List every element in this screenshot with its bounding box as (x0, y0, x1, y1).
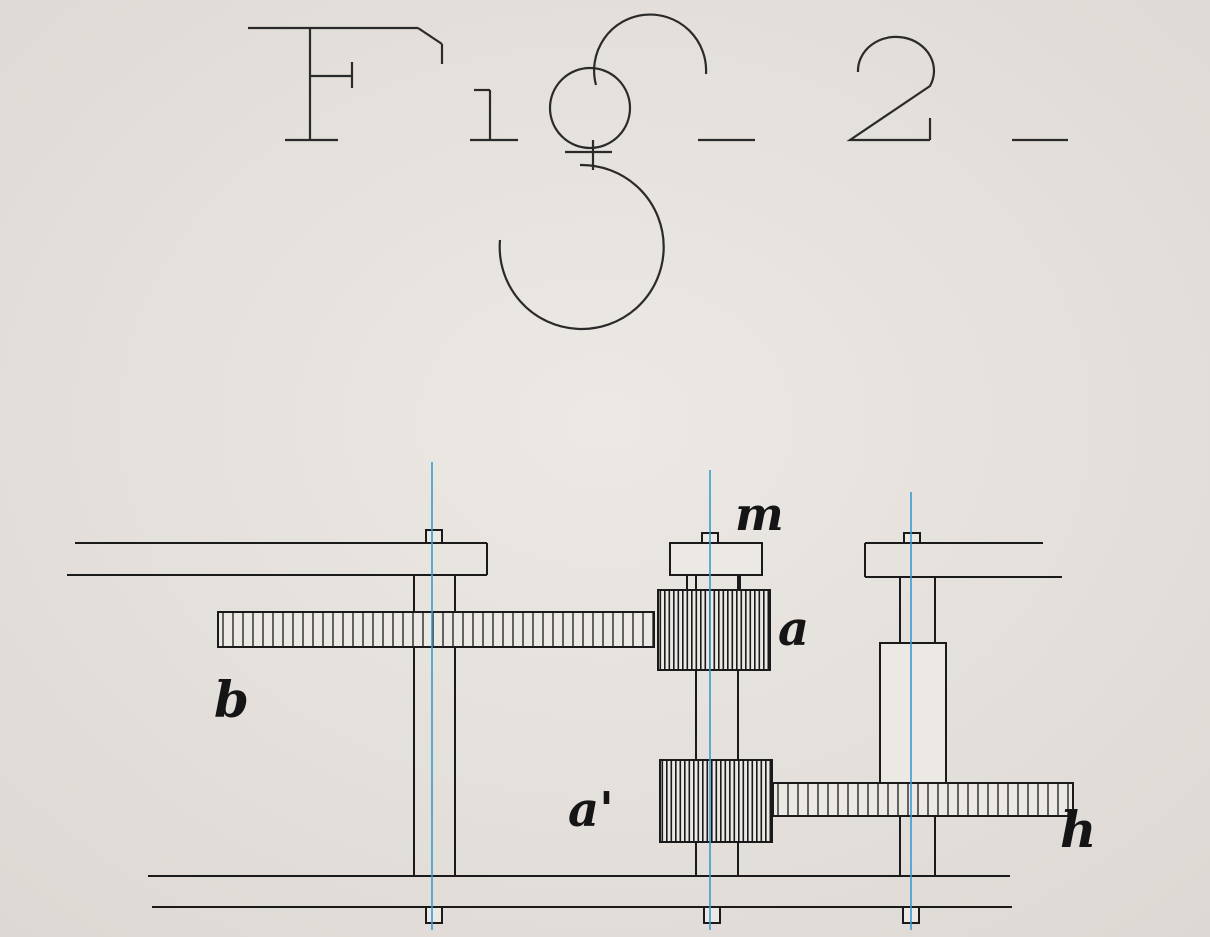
label-a: a (778, 601, 809, 657)
wheel-h (772, 782, 1074, 817)
label-h: h (1060, 800, 1096, 859)
wheel-b (217, 611, 655, 648)
label-a-prime: a' (568, 782, 614, 838)
bottom-pivot-left (425, 906, 443, 924)
top-pivot-left (425, 529, 443, 544)
gear-train-mechanism (67, 529, 1074, 924)
bottom-pivot-middle (703, 906, 721, 924)
label-b: b (214, 670, 249, 729)
bearing-cap-m (669, 542, 763, 576)
right-collar (879, 642, 947, 786)
center-axes (431, 462, 912, 930)
figure-title-lettering (248, 13, 1068, 331)
top-pivot-right (903, 532, 921, 544)
label-m: m (735, 487, 784, 541)
